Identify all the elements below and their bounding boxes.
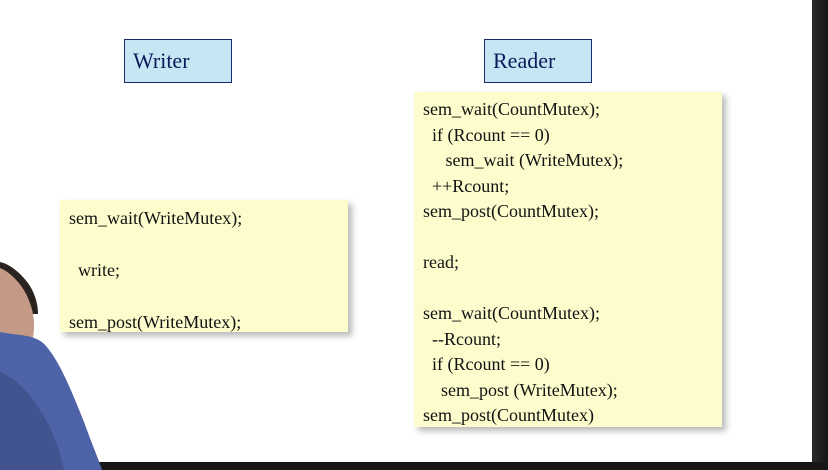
presenter-silhouette — [0, 262, 102, 470]
code-line — [423, 276, 722, 302]
code-line: sem_post(CountMutex); — [423, 201, 599, 221]
code-line: if (Rcount == 0) — [423, 124, 550, 145]
code-line: sem_wait(CountMutex); — [423, 303, 600, 323]
code-line: if (Rcount == 0) — [423, 354, 550, 374]
code-line: sem_post(CountMutex) — [423, 405, 594, 425]
code-line: sem_wait(WriteMutex); — [69, 208, 243, 228]
code-line — [423, 225, 722, 251]
code-line: sem_post (WriteMutex); — [423, 379, 618, 400]
code-line — [69, 283, 348, 309]
code-line: sem_post(WriteMutex); — [69, 312, 242, 332]
video-border-right — [812, 0, 828, 470]
code-line: ++Rcount; — [423, 175, 510, 196]
code-line: read; — [423, 252, 459, 272]
reader-title-box: Reader — [484, 39, 592, 83]
writer-code-box: sem_wait(WriteMutex); write; sem_post(Wr… — [60, 200, 348, 332]
code-line: --Rcount; — [423, 328, 501, 349]
code-line: sem_wait (WriteMutex); — [423, 150, 624, 170]
slide: Writer Reader sem_wait(WriteMutex); writ… — [0, 0, 812, 462]
code-line — [69, 231, 348, 257]
video-border-bottom — [0, 462, 828, 470]
reader-title: Reader — [493, 48, 556, 73]
code-line: sem_wait(CountMutex); — [423, 99, 600, 119]
writer-title: Writer — [133, 48, 190, 73]
reader-code-box: sem_wait(CountMutex); if (Rcount == 0) s… — [414, 92, 722, 427]
code-line: write; — [69, 260, 120, 280]
writer-title-box: Writer — [124, 39, 232, 83]
